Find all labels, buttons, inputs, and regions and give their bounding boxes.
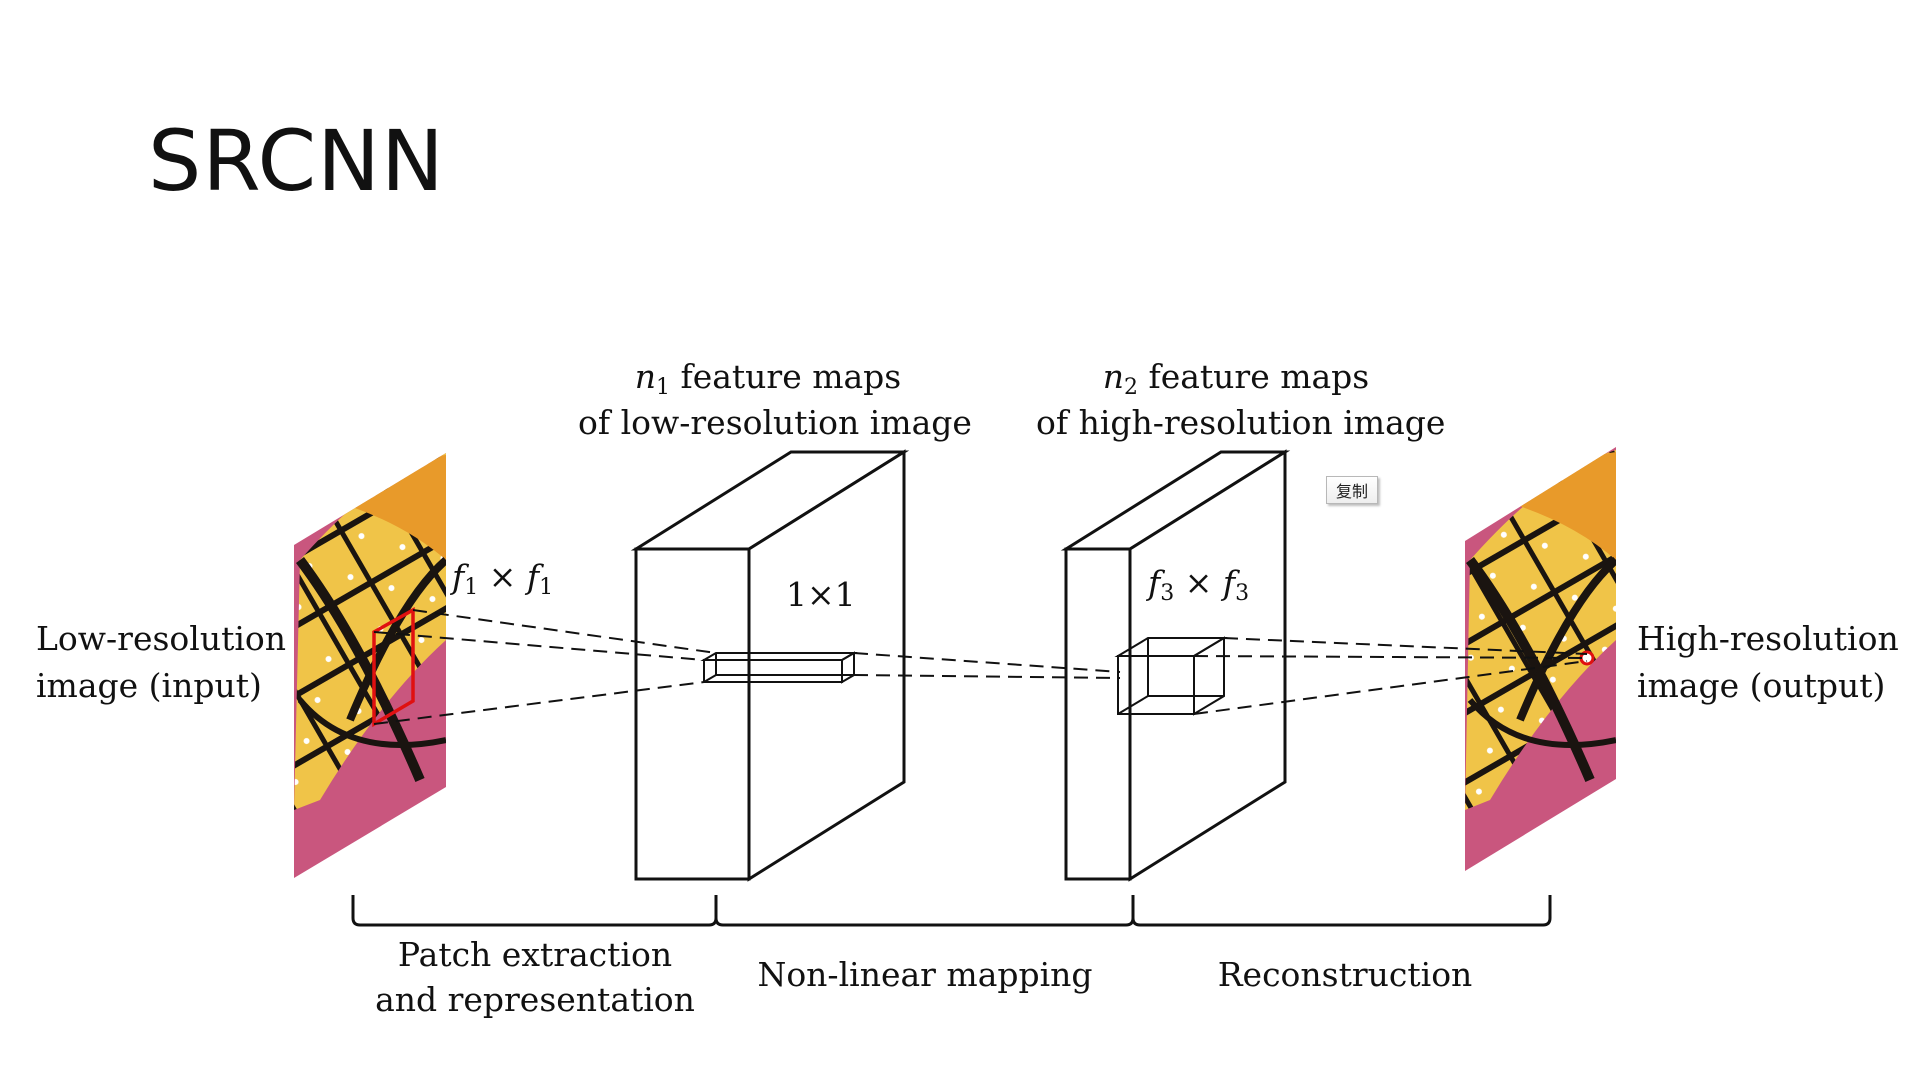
f1-times: × <box>478 557 527 596</box>
input-label: Low-resolution image (input) <box>36 618 286 707</box>
stage-patch-extraction: Patch extraction and representation <box>340 934 730 1021</box>
stage-brace <box>351 895 1552 927</box>
f3-times: × <box>1174 563 1223 602</box>
f1-a: f <box>452 557 465 596</box>
feature-block-1 <box>630 449 910 882</box>
output-label: High-resolution image (output) <box>1637 618 1899 707</box>
output-label-line1: High-resolution <box>1637 619 1899 658</box>
input-patch-outline <box>372 607 415 728</box>
stage-patch-line2: and representation <box>375 980 695 1020</box>
n2-heading-line2: of high-resolution image <box>1036 402 1446 442</box>
n1-symbol: n <box>634 357 656 396</box>
f3-a: f <box>1148 563 1161 602</box>
n2-subscript: 2 <box>1124 375 1138 400</box>
f1-label: f1 × f1 <box>452 556 553 602</box>
f3-a-sub: 3 <box>1160 581 1175 606</box>
f3-label: f3 × f3 <box>1148 562 1249 608</box>
stage-reconstruction: Reconstruction <box>1217 955 1473 994</box>
stage-patch-line1: Patch extraction <box>397 935 673 974</box>
n1-subscript: 1 <box>656 375 670 400</box>
feature-block-2 <box>1060 449 1291 882</box>
n1-rest: feature maps <box>670 357 902 396</box>
n1-heading-line1: n1 feature maps <box>578 356 958 402</box>
one-by-one-label: 1×1 <box>786 575 856 614</box>
f1-b-sub: 1 <box>539 575 554 600</box>
f1-b: f <box>526 557 540 596</box>
n2-rest: feature maps <box>1138 357 1370 396</box>
n1-heading: n1 feature maps of low-resolution image <box>578 356 972 443</box>
stage-nonlinear-mapping: Non-linear mapping <box>757 955 1093 994</box>
n2-heading: n2 feature maps of high-resolution image <box>1036 356 1446 443</box>
output-label-line2: image (output) <box>1637 666 1886 706</box>
n2-heading-line1: n2 feature maps <box>1036 356 1436 402</box>
input-label-line2: image (input) <box>36 666 262 706</box>
output-image <box>1465 447 1616 871</box>
n2-symbol: n <box>1102 357 1124 396</box>
projection-lines <box>373 609 1588 725</box>
n1-heading-line2: of low-resolution image <box>578 402 972 442</box>
input-image <box>294 453 446 878</box>
slide-title: SRCNN <box>148 112 445 210</box>
f1-a-sub: 1 <box>464 575 479 600</box>
f3-b: f <box>1222 563 1236 602</box>
input-label-line1: Low-resolution <box>36 619 287 658</box>
copy-button[interactable]: 复制 <box>1326 476 1378 504</box>
f3-b-sub: 3 <box>1235 581 1250 606</box>
